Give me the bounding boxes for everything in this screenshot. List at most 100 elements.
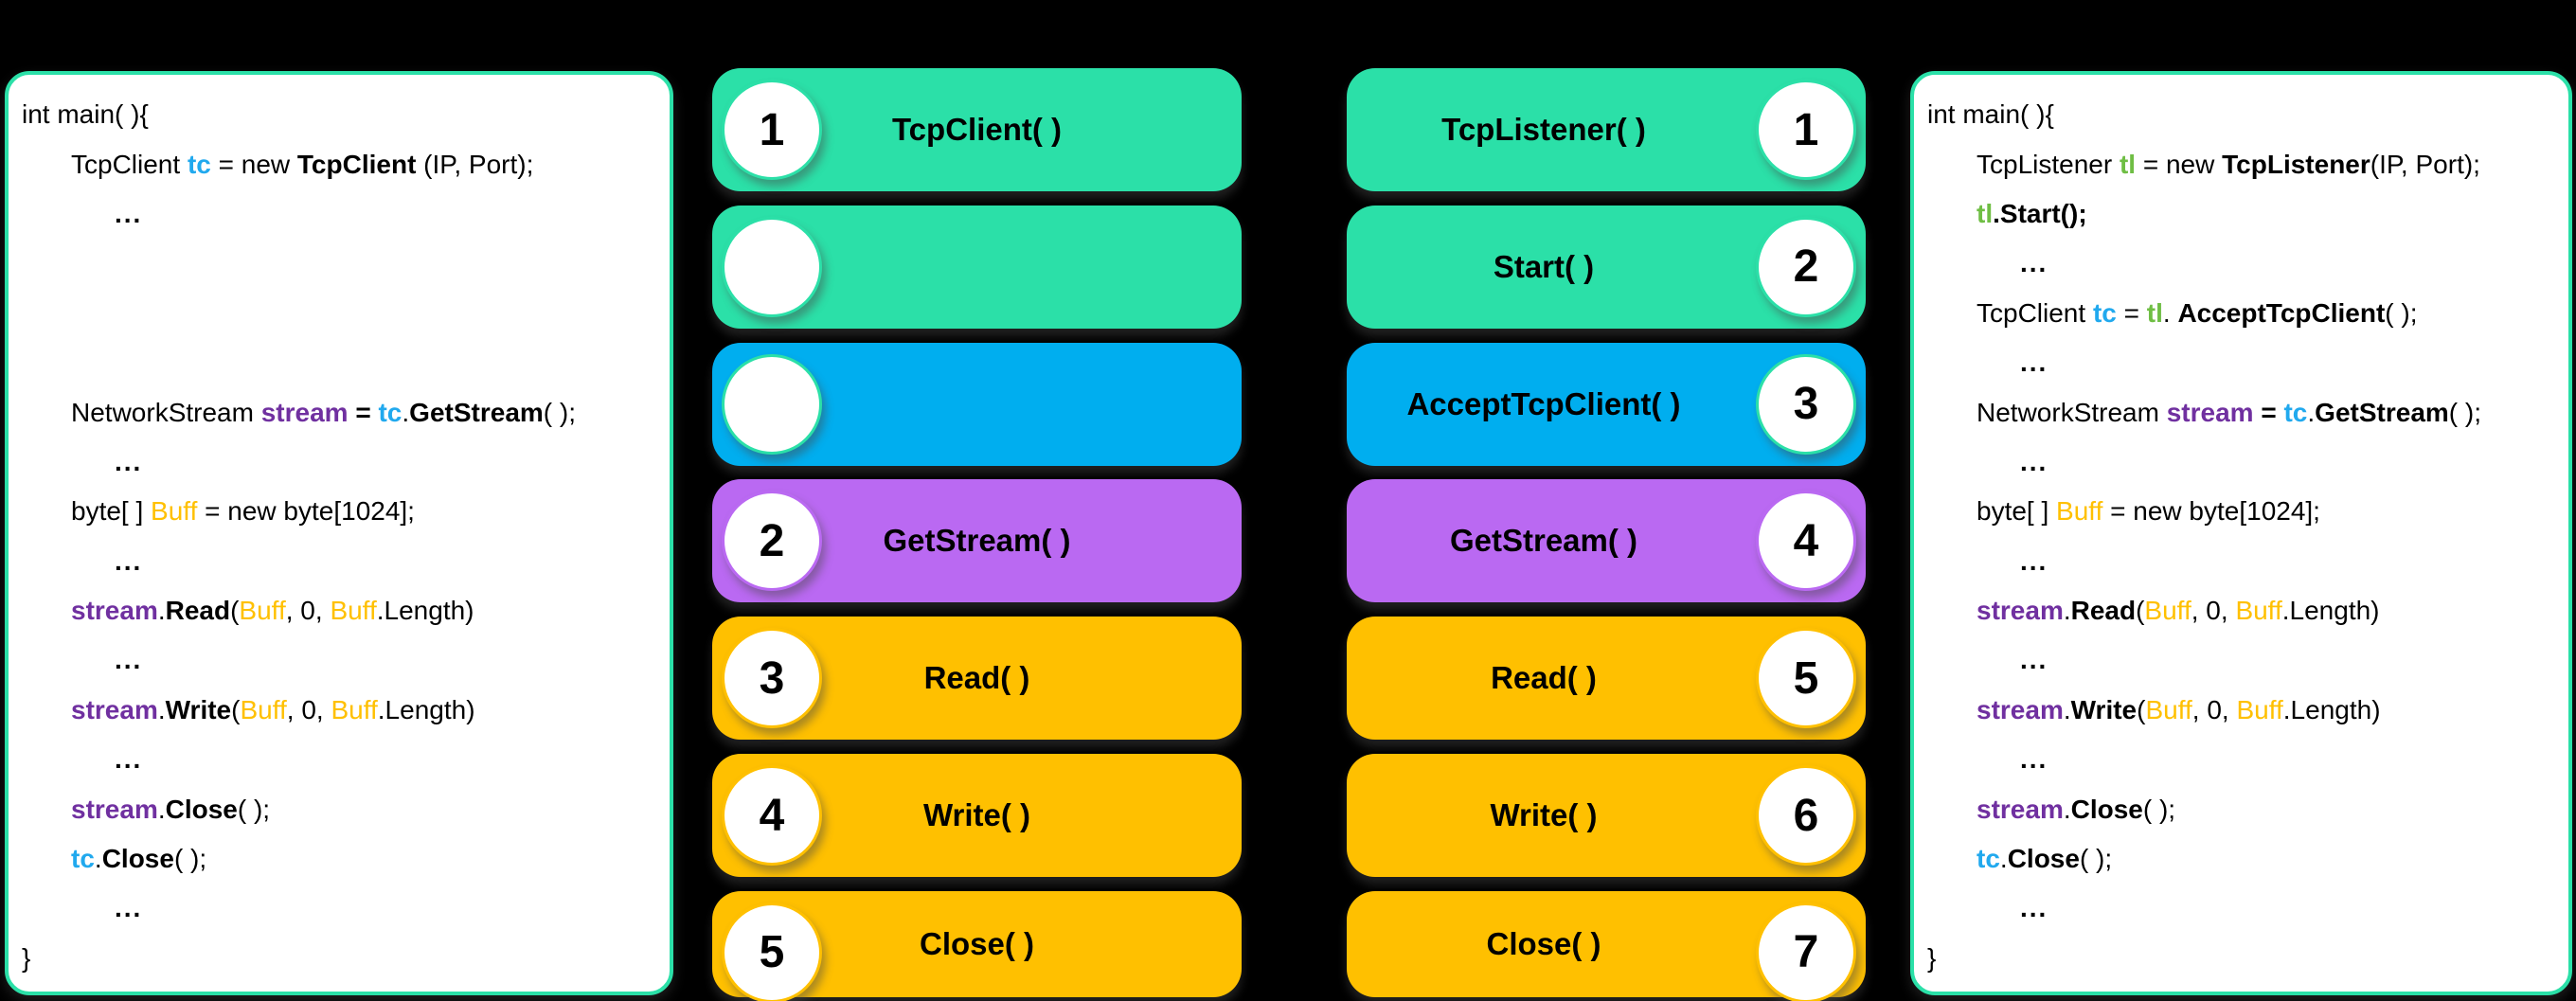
code-line: tc.Close( ); — [9, 834, 670, 884]
code-token: . — [2063, 694, 2071, 724]
code-token: . — [2307, 397, 2316, 427]
code-token: TcpListener — [2222, 149, 2370, 179]
code-token: ... — [115, 744, 143, 775]
code-token: , 0, — [2191, 596, 2236, 626]
code-line: ... — [1914, 735, 2568, 784]
method-label: Write( ) — [1490, 797, 1598, 832]
code-line: } — [1914, 934, 2568, 983]
code-token: .Length) — [2282, 694, 2381, 724]
code-token: ... — [2020, 893, 2048, 923]
code-token: Close — [2007, 844, 2080, 874]
code-token: ( — [231, 694, 241, 724]
code-token: GetStream — [2315, 397, 2449, 427]
code-line: ... — [1914, 884, 2568, 933]
code-line — [9, 289, 670, 338]
client-code-panel: int main( ){TcpClient tc = new TcpClient… — [5, 71, 673, 995]
code-token: . — [157, 794, 166, 824]
code-token: Close — [165, 794, 238, 824]
step-number-badge: 2 — [722, 491, 822, 592]
code-token: GetStream — [409, 397, 544, 427]
code-token: tc — [2283, 397, 2308, 427]
method-label: TcpListener( ) — [1441, 112, 1646, 147]
code-token: .Length) — [377, 694, 475, 724]
code-token: ... — [2020, 348, 2048, 378]
code-token: ( — [230, 596, 240, 626]
method-pill-close: Close( )7 — [1347, 890, 1866, 1001]
code-token: stream — [71, 794, 158, 824]
code-token: NetworkStream — [1977, 397, 2167, 427]
server-code-rows: int main( ){TcpListener tl = new TcpList… — [1914, 90, 2568, 983]
code-token: Read — [2070, 596, 2137, 626]
code-token: ( ); — [2079, 844, 2113, 874]
code-token — [2254, 398, 2262, 428]
code-token: AcceptTcpClient — [2177, 297, 2386, 328]
code-token: Buff — [2145, 694, 2192, 724]
code-token: NetworkStream — [71, 397, 261, 427]
code-token: = new — [2136, 149, 2223, 179]
client-code-rows: int main( ){TcpClient tc = new TcpClient… — [9, 90, 670, 983]
code-token: Write — [165, 694, 232, 724]
code-token: int main( ){ — [22, 99, 149, 130]
code-token: . — [157, 596, 166, 626]
code-token: ... — [115, 645, 143, 675]
code-line — [9, 338, 670, 387]
code-line: byte[ ] Buff = new byte[1024]; — [9, 487, 670, 536]
code-token: . — [1999, 844, 2008, 874]
code-token: , 0, — [285, 596, 331, 626]
method-label: AcceptTcpClient( ) — [1406, 385, 1681, 421]
code-token: stream — [1977, 794, 2064, 824]
code-token: . — [2162, 297, 2178, 328]
code-token: ( — [2136, 596, 2145, 626]
code-token: ( ); — [237, 794, 271, 824]
code-token: stream — [1977, 596, 2064, 626]
code-token: ( ); — [543, 397, 577, 427]
code-line: ... — [9, 635, 670, 685]
code-line: ... — [1914, 537, 2568, 586]
code-line: ... — [1914, 239, 2568, 288]
method-pill-getstream: GetStream( ) 4 — [1347, 479, 1866, 603]
code-line: stream.Write(Buff, 0, Buff.Length) — [9, 686, 670, 735]
code-line: int main( ){ — [9, 90, 670, 139]
code-line — [9, 239, 670, 288]
step-number-badge: 4 — [1756, 491, 1856, 592]
method-label: GetStream( ) — [1449, 523, 1638, 559]
method-label: Read( ) — [923, 660, 1030, 696]
code-line: int main( ){ — [1914, 90, 2568, 139]
step-number-badge: 1 — [722, 80, 822, 180]
code-token: , 0, — [286, 694, 331, 724]
code-token: = new byte[1024]; — [197, 496, 415, 527]
code-token: = new byte[1024]; — [2102, 496, 2320, 527]
code-token: tc — [1977, 844, 2000, 874]
method-pill-blank-3 — [712, 342, 1242, 466]
code-token: , 0, — [2191, 694, 2237, 724]
code-line: stream.Close( ); — [9, 784, 670, 833]
code-token — [371, 398, 379, 428]
step-number-badge: 5 — [722, 902, 822, 1001]
code-token: stream — [2166, 397, 2254, 427]
code-line: ... — [9, 537, 670, 586]
code-token: Buff — [151, 496, 198, 527]
method-label: GetStream( ) — [883, 523, 1071, 559]
code-token: = — [355, 397, 371, 427]
code-token: .Start(); — [1993, 198, 2087, 228]
code-token: (IP, Port); — [416, 149, 534, 179]
method-pill-read: Read( )5 — [1347, 617, 1866, 741]
code-token: TcpListener — [1977, 149, 2120, 179]
method-label: Close( ) — [919, 925, 1034, 961]
code-line: NetworkStream stream = tc.GetStream( ); — [1914, 387, 2568, 437]
code-token: ( ); — [2385, 297, 2418, 328]
code-line: tc.Close( ); — [1914, 834, 2568, 884]
code-token: Buff — [331, 694, 378, 724]
method-label: TcpClient( ) — [891, 112, 1063, 147]
method-label: Start( ) — [1493, 248, 1595, 284]
code-token: ... — [2020, 446, 2048, 476]
code-token: ... — [115, 893, 143, 923]
code-token: stream — [71, 694, 158, 724]
code-token: byte[ ] — [1977, 496, 2057, 527]
code-line: ... — [9, 735, 670, 784]
step-number-badge: 4 — [722, 765, 822, 866]
method-pill-write: Write( )6 — [1347, 754, 1866, 877]
code-line: stream.Write(Buff, 0, Buff.Length) — [1914, 686, 2568, 735]
code-token: Buff — [2236, 694, 2283, 724]
